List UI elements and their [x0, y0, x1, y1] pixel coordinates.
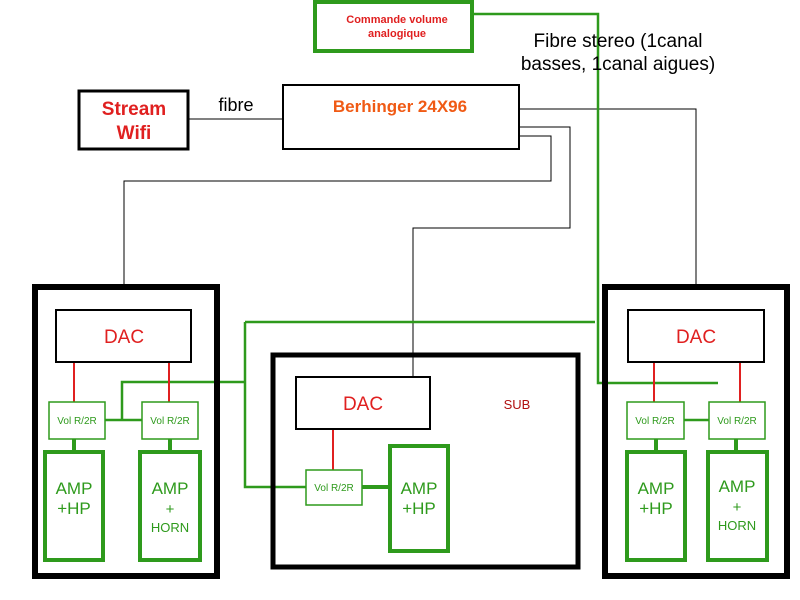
volume-control-box: Commande volume analogique	[313, 0, 474, 53]
right-vol2-box: Vol R/2R	[708, 401, 766, 440]
sub-amp-box: AMP +HP	[388, 444, 450, 553]
left-amp2-line3: HORN	[151, 520, 189, 535]
right-dac-label: DAC	[676, 327, 716, 348]
fibre-label: fibre	[218, 95, 253, 115]
behringer-label: Berhinger 24X96	[333, 97, 467, 116]
left-amp1-line2: +HP	[57, 499, 91, 518]
sub-dac-label: DAC	[343, 394, 383, 415]
left-vol1-label: Vol R/2R	[57, 416, 96, 427]
volume-control-line1: Commande volume	[346, 14, 447, 26]
wire-behringer-to-sub-dac	[412, 126, 571, 376]
wire-volume-to-right	[472, 12, 685, 385]
sub-amp-line2: +HP	[402, 499, 436, 518]
sub-label: SUB	[504, 397, 531, 412]
fiber-note-line1: Fibre stereo (1canal	[534, 31, 703, 52]
right-vol2-label: Vol R/2R	[717, 416, 756, 427]
sub-amp-line1: AMP	[401, 479, 438, 498]
right-amp1-line2: +HP	[639, 499, 673, 518]
right-amp1-box: AMP +HP	[625, 450, 687, 562]
left-vol2-label: Vol R/2R	[150, 416, 189, 427]
behringer-box: Berhinger 24X96	[282, 84, 520, 150]
stream-wifi-box: Stream Wifi	[77, 89, 190, 151]
left-amp1-line1: AMP	[56, 479, 93, 498]
left-dac-label: DAC	[104, 327, 144, 348]
right-amp2-box: AMP + HORN	[706, 450, 769, 562]
right-amp2-line2: +	[733, 499, 742, 516]
right-speaker-module: DAC Vol R/2R Vol R/2R AMP +HP AMP + HORN	[602, 284, 790, 579]
sub-module: SUB DAC Vol R/2R AMP +HP	[270, 352, 581, 570]
wire-behringer-to-left-dac	[123, 135, 552, 286]
left-amp1-box: AMP +HP	[43, 450, 105, 562]
right-amp2-line3: HORN	[718, 518, 756, 533]
fiber-note-line2: basses, 1canal aigues)	[521, 54, 715, 75]
wire-behringer-to-right-dac	[520, 108, 697, 286]
wire-left-vol-bus	[120, 380, 245, 420]
sub-vol-box: Vol R/2R	[305, 469, 363, 506]
left-dac-box: DAC	[55, 309, 192, 363]
left-vol1-box: Vol R/2R	[48, 401, 106, 440]
black-wires	[123, 108, 697, 376]
sub-vol-label: Vol R/2R	[314, 483, 353, 494]
right-vol1-box: Vol R/2R	[626, 401, 685, 440]
red-wires	[73, 362, 741, 470]
right-dac-box: DAC	[627, 309, 765, 363]
right-vol1-label: Vol R/2R	[635, 416, 674, 427]
left-amp2-line1: AMP	[152, 479, 189, 498]
left-vol2-box: Vol R/2R	[141, 401, 199, 440]
left-amp2-box: AMP + HORN	[138, 450, 202, 562]
right-amp2-line1: AMP	[719, 477, 756, 496]
wire-bus-to-sub-vol	[243, 322, 306, 489]
green-wires	[72, 12, 738, 489]
left-amp2-line2: +	[166, 501, 175, 518]
right-amp1-line1: AMP	[638, 479, 675, 498]
stream-wifi-line1: Stream	[102, 99, 166, 120]
left-speaker-module: DAC Vol R/2R Vol R/2R AMP +HP AMP + HORN	[32, 284, 220, 579]
sub-dac-box: DAC	[295, 376, 431, 430]
volume-control-line2: analogique	[368, 28, 426, 40]
stream-wifi-line2: Wifi	[117, 123, 152, 144]
